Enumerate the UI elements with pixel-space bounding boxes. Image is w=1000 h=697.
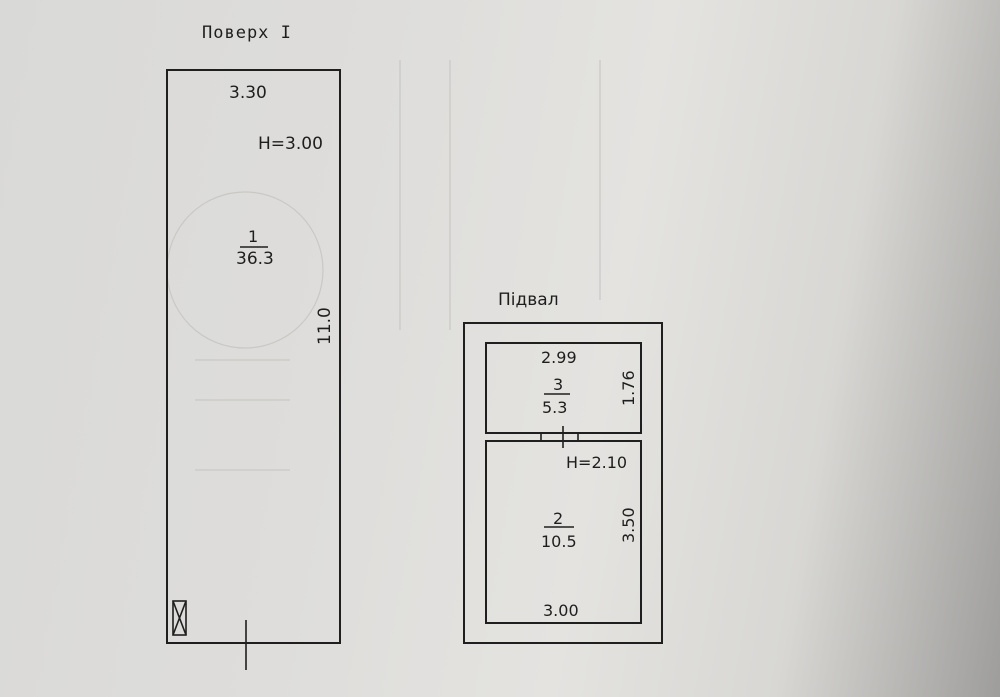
room3-depth-dimension: 1.76 <box>619 370 638 406</box>
door-symbol <box>540 426 579 448</box>
room2-number: 2 <box>553 509 563 528</box>
room3-area: 5.3 <box>542 398 567 417</box>
floor1-height-mark: H=3.00 <box>258 134 323 154</box>
room2-width-dimension: 3.00 <box>543 601 579 620</box>
background-marks <box>166 60 601 471</box>
floor1-length-dimension: 11.0 <box>315 307 335 345</box>
floor1-width-dimension: 3.30 <box>229 83 267 103</box>
basement-title: Підвал <box>498 290 559 310</box>
room2-outline <box>485 440 642 624</box>
room3-width-dimension: 2.99 <box>541 348 577 367</box>
basement-outline <box>463 322 663 644</box>
room3-number: 3 <box>553 375 563 394</box>
basement-height-mark: H=2.10 <box>566 453 627 472</box>
room2-area: 10.5 <box>541 532 577 551</box>
room1-area: 36.3 <box>236 249 274 269</box>
floor1-title: Поверх I <box>202 23 292 43</box>
room1-number: 1 <box>248 227 258 246</box>
floor1-outline <box>166 69 341 644</box>
chimney-symbol <box>172 600 187 636</box>
room2-depth-dimension: 3.50 <box>619 507 638 543</box>
